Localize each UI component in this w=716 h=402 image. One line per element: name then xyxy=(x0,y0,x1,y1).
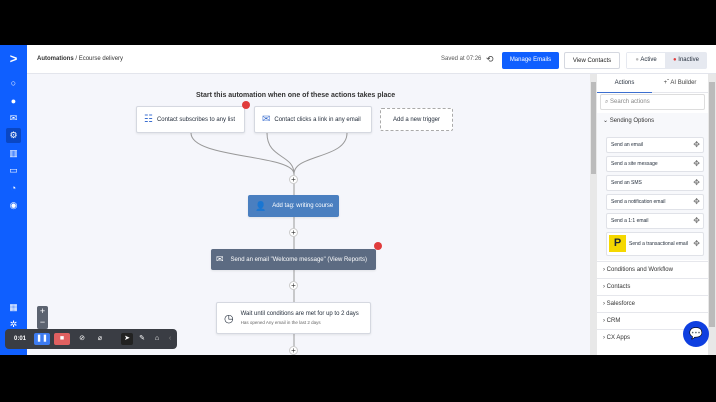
section-sending-options[interactable]: ⌄ Sending Options xyxy=(597,113,708,130)
section-cx-apps[interactable]: › CX Apps xyxy=(597,329,708,346)
pointer-tool[interactable]: ➤ xyxy=(121,333,133,345)
connector-lines xyxy=(190,132,348,355)
list-icon: ☷ xyxy=(144,114,153,125)
clock-icon: ◷ xyxy=(224,312,234,325)
chat-button[interactable]: 💬 xyxy=(683,321,709,347)
canvas-scrollbar[interactable] xyxy=(590,74,597,355)
search-icon[interactable]: ○ xyxy=(10,78,17,88)
actions-panel: Actions +ˇ AI Builder ⌕ Search actions ⌄… xyxy=(597,74,708,355)
site-icon[interactable]: ▭ xyxy=(9,165,18,175)
action-send-notification[interactable]: Send a notification email✥ xyxy=(606,194,704,210)
eraser-tool[interactable]: ⌂ xyxy=(154,335,160,342)
sparkle-icon: +ˇ xyxy=(663,80,671,86)
breadcrumb-root[interactable]: Automations xyxy=(37,56,74,62)
breadcrumb-current: Ecourse delivery xyxy=(78,56,124,62)
inactive-option[interactable]: ● Inactive xyxy=(673,57,699,63)
active-option[interactable]: ● Active xyxy=(627,53,665,68)
section-crm[interactable]: › CRM xyxy=(597,312,708,329)
reports-icon[interactable]: ◔ xyxy=(10,183,17,193)
camera-off-icon[interactable]: ⊘ xyxy=(79,335,85,342)
email-icon[interactable]: ✉ xyxy=(9,113,18,123)
drag-handle-icon: ✥ xyxy=(693,159,700,168)
panel-tabs: Actions +ˇ AI Builder xyxy=(597,74,708,93)
email-node[interactable]: ✉ Send an email "Welcome message" (View R… xyxy=(211,249,376,270)
section-salesforce[interactable]: › Salesforce xyxy=(597,295,708,312)
envelope-icon: ✉ xyxy=(216,254,224,264)
section-contacts[interactable]: › Contacts xyxy=(597,278,708,295)
drag-handle-icon: ✥ xyxy=(693,239,700,248)
manage-emails-button[interactable]: Manage Emails xyxy=(502,52,559,69)
wait-title: Wait until conditions are met for up to … xyxy=(240,311,359,317)
recording-timer: 0:01 xyxy=(13,336,26,342)
header: Automations / Ecourse delivery Saved at … xyxy=(27,45,716,74)
action-send-site-message[interactable]: Send a site message✥ xyxy=(606,156,704,172)
breadcrumb-separator: / xyxy=(75,56,78,62)
trigger-heading: Start this automation when one of these … xyxy=(196,92,396,99)
contacts-icon[interactable]: ● xyxy=(10,96,17,106)
add-step-button[interactable]: + xyxy=(289,281,298,290)
view-contacts-button[interactable]: View Contacts xyxy=(564,52,620,69)
tag-node[interactable]: 👤 Add tag: writing course xyxy=(248,195,339,217)
action-send-sms[interactable]: Send an SMS✥ xyxy=(606,175,704,191)
sidebar: > ○ ● ✉ ⚙ ▥ ▭ ◔ ◉ ▦ ✲ xyxy=(0,45,27,355)
tab-ai-builder[interactable]: +ˇ AI Builder xyxy=(663,80,697,86)
search-actions-input[interactable]: ⌕ Search actions xyxy=(600,94,705,110)
automations-icon[interactable]: ⚙ xyxy=(6,128,21,143)
app: > ○ ● ✉ ⚙ ▥ ▭ ◔ ◉ ▦ ✲ Automations / Ecou… xyxy=(0,45,716,355)
drag-handle-icon: ✥ xyxy=(693,197,700,206)
workflow-canvas[interactable]: Start this automation when one of these … xyxy=(27,74,590,355)
add-trigger-button[interactable]: Add a new trigger xyxy=(380,108,453,131)
add-step-button[interactable]: + xyxy=(289,346,298,355)
notification-badge xyxy=(374,242,382,250)
trigger-label: Contact clicks a link in any email xyxy=(274,116,361,123)
saved-status: Saved at 07:26 xyxy=(441,56,482,62)
add-step-button[interactable]: + xyxy=(289,175,298,184)
mic-off-icon[interactable]: ⌀ xyxy=(97,335,103,342)
drag-handle-icon: ✥ xyxy=(693,216,700,225)
action-send-1to1[interactable]: Send a 1:1 email✥ xyxy=(606,213,704,229)
action-send-email[interactable]: Send an email✥ xyxy=(606,137,704,153)
add-step-button[interactable]: + xyxy=(289,228,298,237)
postmark-icon: P xyxy=(609,235,626,253)
logo-icon[interactable]: > xyxy=(9,51,18,66)
wait-node[interactable]: ◷ Wait until conditions are met for up to… xyxy=(216,302,371,334)
collapse-icon[interactable]: ‹ xyxy=(168,335,172,342)
status-toggle[interactable]: ● Active ● Inactive xyxy=(626,52,707,69)
email-click-icon: ✉ xyxy=(262,114,271,125)
history-icon[interactable]: ⟲ xyxy=(486,54,494,64)
apps-icon[interactable]: ▦ xyxy=(9,302,18,312)
pause-button[interactable]: ❚❚ xyxy=(34,333,50,345)
trigger-label: Contact subscribes to any list xyxy=(156,116,236,123)
node-label: Send an email "Welcome message" (View Re… xyxy=(230,256,367,263)
stop-button[interactable]: ■ xyxy=(54,333,70,345)
conversations-icon[interactable]: ◉ xyxy=(9,200,18,210)
drag-handle-icon: ✥ xyxy=(693,140,700,149)
node-label: Add tag: writing course xyxy=(272,203,334,209)
recording-toolbar: 0:01 ❚❚ ■ ⊘ ⌀ ➤ ✎ ⌂ ‹ xyxy=(5,329,177,349)
trigger-subscribes[interactable]: ☷Contact subscribes to any list xyxy=(136,106,245,133)
breadcrumb: Automations / Ecourse delivery xyxy=(37,56,123,62)
zoom-out-button[interactable]: − xyxy=(39,317,46,327)
drag-handle-icon: ✥ xyxy=(693,178,700,187)
zoom-in-button[interactable]: + xyxy=(39,306,46,316)
panel-scrollbar[interactable] xyxy=(708,74,716,355)
tab-actions[interactable]: Actions xyxy=(597,74,652,93)
section-conditions[interactable]: › Conditions and Workflow xyxy=(597,261,708,278)
trigger-clicks-link[interactable]: ✉Contact clicks a link in any email xyxy=(254,106,372,133)
wait-subtitle: Has opened Any email in the last 2 days xyxy=(240,320,321,325)
notification-badge xyxy=(242,101,250,109)
pipelines-icon[interactable]: ▥ xyxy=(9,148,18,158)
settings-icon[interactable]: ✲ xyxy=(9,319,18,329)
pen-tool[interactable]: ✎ xyxy=(139,335,145,342)
zoom-controls: + − xyxy=(37,306,48,329)
user-icon: 👤 xyxy=(255,200,267,211)
